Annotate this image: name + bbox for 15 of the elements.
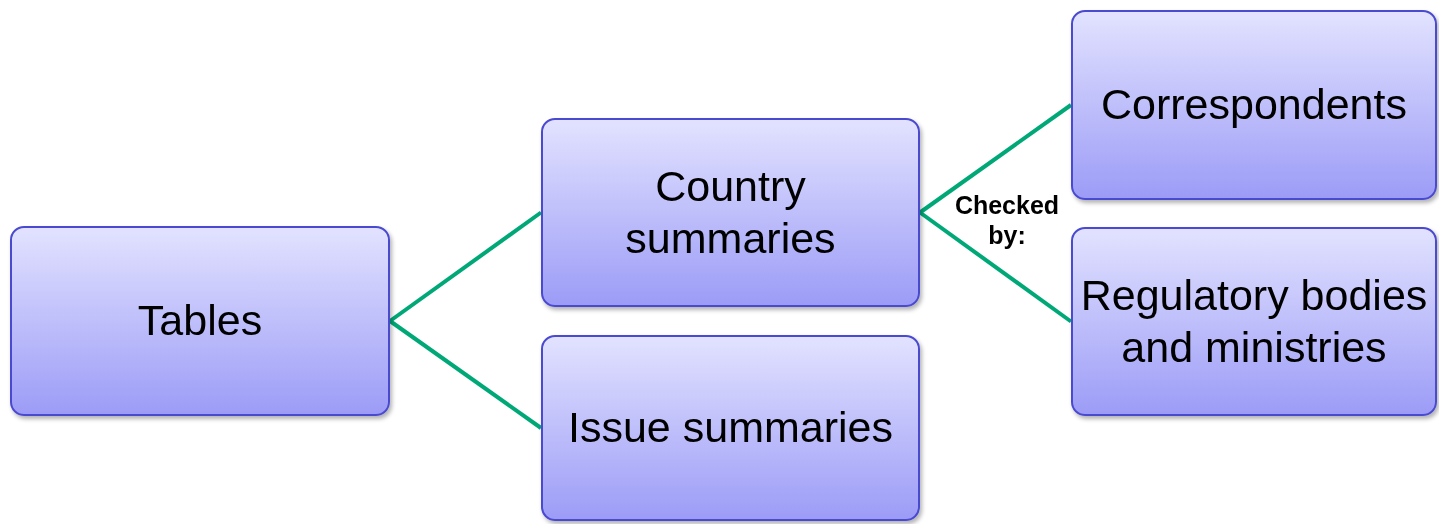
process-box bbox=[1071, 227, 1437, 416]
box-label: Tables bbox=[137, 295, 263, 347]
connector-line bbox=[918, 103, 1073, 215]
connector-line bbox=[388, 319, 543, 430]
box-label: Country summaries bbox=[624, 160, 837, 264]
process-box bbox=[541, 118, 920, 307]
connector-line bbox=[388, 210, 543, 323]
box-label: Issue summaries bbox=[568, 402, 893, 454]
box-label: Regulatory bodies and ministries bbox=[1079, 269, 1429, 373]
process-box bbox=[10, 226, 390, 416]
process-box bbox=[1071, 10, 1437, 200]
process-box bbox=[541, 335, 920, 521]
connector-line bbox=[918, 210, 1073, 324]
edge-note: Checked by: bbox=[953, 190, 1061, 250]
box-label: Correspondents bbox=[1101, 79, 1407, 131]
